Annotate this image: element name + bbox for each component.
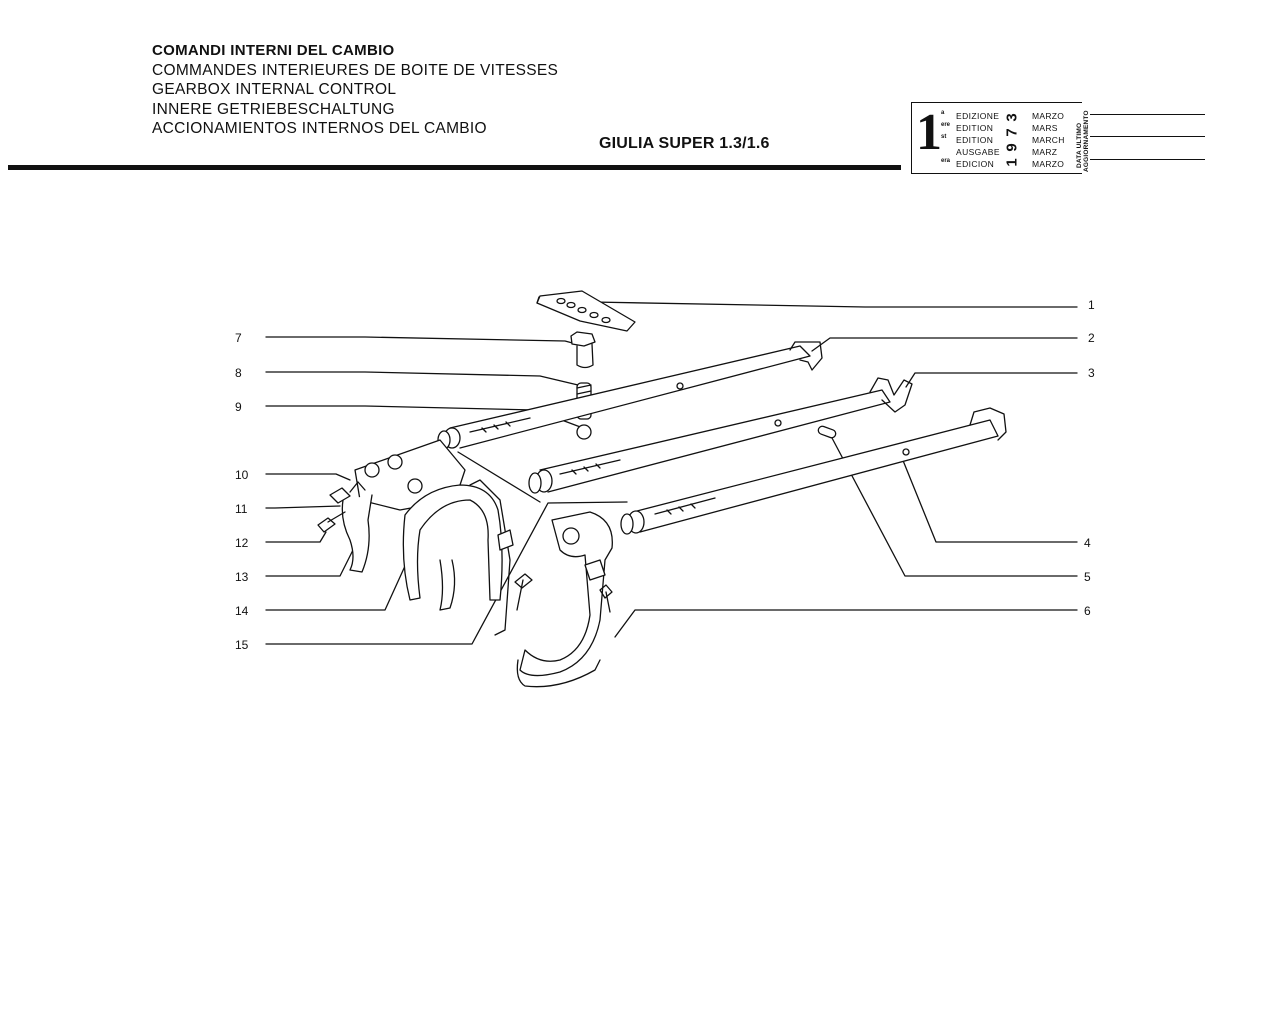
header-rule — [8, 165, 901, 170]
part-5-pin — [817, 425, 837, 439]
update-line — [1090, 114, 1205, 116]
title-block: COMANDI INTERNI DEL CAMBIO COMMANDES INT… — [152, 41, 558, 139]
callout-13: 13 — [235, 570, 249, 584]
edition-label: EDITION — [956, 123, 994, 133]
callout-9: 9 — [235, 400, 242, 414]
callout-1: 1 — [1088, 298, 1095, 312]
edition-label: EDICION — [956, 159, 995, 169]
edition-month: MARCH — [1032, 135, 1065, 145]
callout-11: 11 — [235, 502, 248, 516]
part-1-plate — [536, 290, 636, 332]
part-9-ball — [576, 424, 592, 440]
update-line — [1090, 136, 1205, 138]
edition-label: EDITION — [956, 135, 994, 145]
title-italian: COMANDI INTERNI DEL CAMBIO — [152, 42, 395, 59]
part-6-fork — [516, 511, 613, 688]
edition-label: EDIZIONE — [956, 111, 1000, 121]
part-15-bolt — [497, 529, 533, 611]
callout-2: 2 — [1088, 331, 1095, 345]
title-spanish: ACCIONAMIENTOS INTERNOS DEL CAMBIO — [152, 120, 487, 137]
part-3-rod — [528, 377, 913, 494]
callout-5: 5 — [1084, 570, 1091, 584]
edition-suffix: st — [941, 134, 947, 140]
callout-3: 3 — [1088, 366, 1095, 380]
part-12-bolt — [317, 511, 346, 533]
part-11-clip — [329, 487, 351, 504]
callout-4: 4 — [1084, 536, 1091, 550]
edition-month: MARZO — [1032, 159, 1065, 169]
title-french: COMMANDES INTERIEURES DE BOITE DE VITESS… — [152, 61, 559, 79]
edition-number: 1 — [916, 104, 942, 161]
title-german: INNERE GETRIEBESCHALTUNG — [152, 100, 395, 118]
callout-10: 10 — [235, 468, 249, 482]
edition-suffix: era — [941, 158, 951, 164]
edition-month: MARS — [1032, 123, 1058, 133]
part-7-plug — [570, 331, 596, 369]
part-4-rod — [620, 407, 1007, 535]
callout-15: 15 — [235, 638, 249, 652]
edition-box: 1 a ere st era EDIZIONE EDITION EDITION … — [911, 102, 1082, 174]
edition-label: AUSGABE — [956, 147, 1000, 157]
callout-6: 6 — [1084, 604, 1091, 618]
update-line — [1090, 159, 1205, 161]
callout-12: 12 — [235, 536, 249, 550]
edition-month: MARZ — [1032, 147, 1058, 157]
callout-8: 8 — [235, 366, 242, 380]
callout-14: 14 — [235, 604, 249, 618]
part-14-fork — [402, 479, 511, 636]
edition-month: MARZO — [1032, 111, 1065, 121]
title-english: GEARBOX INTERNAL CONTROL — [152, 81, 397, 98]
callout-7: 7 — [235, 331, 242, 345]
edition-suffix: a — [941, 110, 945, 116]
model-name: GIULIA SUPER 1.3/1.6 — [599, 135, 770, 152]
edition-suffix: ere — [941, 122, 951, 128]
